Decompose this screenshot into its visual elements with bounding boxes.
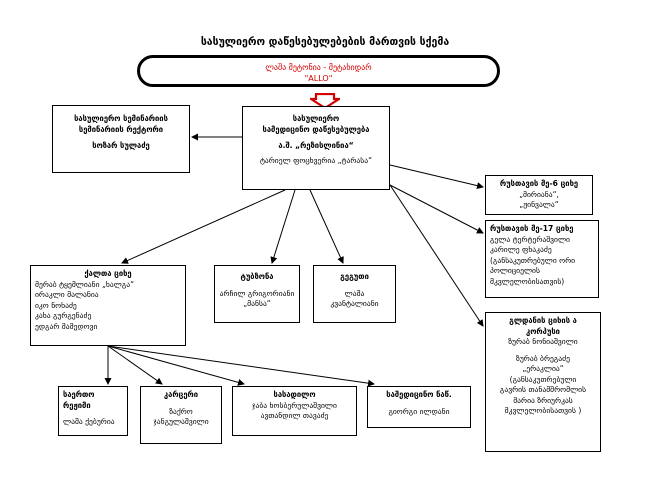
geguti-box: გეგუთი ლაშა კვანტალიანი bbox=[313, 265, 396, 323]
general-regime-box: საერთო რეჟიმი ლაშა ქებურია bbox=[58, 386, 128, 436]
hospital-line-4: (განსაკუთრებული bbox=[509, 374, 577, 384]
red-arrow-icon bbox=[310, 93, 340, 109]
rustavi17-line-4: პოლიციელის bbox=[490, 266, 540, 275]
women-line-4: კახა გურგენაძე bbox=[35, 311, 92, 320]
tubzona-line-2: „მანსა“ bbox=[243, 299, 271, 308]
canteen-line-1: ჯაბა ხოსბერულაშვილი bbox=[252, 400, 337, 410]
tubzona-line-1: არჩილ გრიგორიანი bbox=[219, 288, 295, 298]
rustavi17-line-5: მკვლელობისათვის) bbox=[490, 276, 565, 286]
medical-title: სამედიცინო ნაწ. bbox=[386, 390, 452, 399]
women-line-2: ირაკლი მალანია bbox=[35, 290, 99, 299]
rustavi6-box: რუსთავის მე-6 ციხე „მირიანა“, „ჟინვალა“ bbox=[485, 175, 593, 215]
women-line-1: მერაბ ტყემლიანი „ხალგა“ bbox=[35, 279, 135, 289]
canteen-title: სასადილო bbox=[273, 390, 316, 399]
rustavi6-line-2: „ჟინვალა“ bbox=[519, 200, 559, 209]
central-title-1: სასულიერო bbox=[292, 114, 340, 123]
seminary-box: სასულიერო სემინარიის სემინარიის რექტორი … bbox=[52, 105, 190, 173]
hospital-line-5: გავრის თანამშრომლის bbox=[499, 385, 587, 394]
geguti-line-2: კვანტალიანი bbox=[330, 299, 379, 308]
rustavi17-line-2: კარილე ფხაკაძე bbox=[490, 245, 552, 254]
hospital-line-6: მარია ზრიურკას bbox=[513, 395, 573, 405]
canteen-line-2: ავთანდილ თავაძე bbox=[260, 411, 329, 420]
central-title-3: ა.შ. „რეზისლინია“ bbox=[278, 141, 354, 150]
women-box: ქალთა ციხე მერაბ ტყემლიანი „ხალგა“ ირაკლ… bbox=[30, 265, 186, 346]
tubzona-title: ტუბზონა bbox=[240, 272, 274, 281]
central-person: ტარიელ ფოცხვერია „ტარასა“ bbox=[259, 155, 373, 165]
kartseri-title: კარცერი bbox=[163, 390, 199, 399]
general-regime-title: საერთო რეჟიმი bbox=[63, 390, 95, 410]
geguti-line-1: ლაშა bbox=[344, 288, 365, 298]
hospital-box: გლდანის ციხის ა კორპუსი ზურაბ ნონიაშვილი… bbox=[485, 312, 601, 452]
canteen-box: სასადილო ჯაბა ხოსბერულაშვილი ავთანდილ თა… bbox=[232, 386, 357, 436]
header-banner: ლაშა მეტონია - მეტახიდარ "ALLO" bbox=[137, 55, 500, 87]
rustavi17-title: რუსთავის მე-17 ციხე bbox=[490, 224, 574, 233]
rustavi17-line-1: გელა ტერტერაშვილი bbox=[490, 234, 570, 244]
hospital-title-1: გლდანის ციხის ა bbox=[509, 316, 577, 325]
hospital-line-3: „ერაკლია“ bbox=[522, 364, 564, 373]
rustavi17-line-3: (განსაკუთრებული ორი bbox=[490, 255, 576, 265]
hospital-line-2: ზურაბ ბრეგაძე bbox=[516, 353, 570, 363]
hospital-line-7: მკვლელობისათვის ) bbox=[504, 406, 582, 415]
seminary-person: სოზარ სულაძე bbox=[92, 141, 150, 150]
banner-line-1: ლაშა მეტონია - მეტახიდარ bbox=[265, 63, 372, 72]
seminary-title-1: სასულიერო სემინარიის bbox=[74, 114, 168, 123]
seminary-title-2: სემინარიის რექტორი bbox=[78, 124, 164, 134]
tubzona-box: ტუბზონა არჩილ გრიგორიანი „მანსა“ bbox=[214, 265, 300, 323]
hospital-line-1: ზურაბ ნონიაშვილი bbox=[508, 337, 578, 346]
medical-line-1: გიორგი ილდანი bbox=[388, 406, 450, 416]
banner-line-2: "ALLO" bbox=[304, 74, 333, 83]
women-title: ქალთა ციხე bbox=[84, 269, 132, 278]
kartseri-line-2: ჯანგულაშვილი bbox=[153, 417, 209, 426]
women-line-5: ედგარ მამედოვი bbox=[35, 321, 98, 331]
rustavi17-box: რუსთავის მე-17 ციხე გელა ტერტერაშვილი კა… bbox=[485, 220, 599, 298]
geguti-title: გეგუთი bbox=[340, 272, 369, 281]
general-regime-line-1: ლაშა ქებურია bbox=[63, 417, 115, 426]
women-line-3: იკო ნოხაძე bbox=[35, 300, 77, 310]
kartseri-box: კარცერი ზაქრო ჯანგულაშვილი bbox=[140, 386, 222, 444]
central-title-2: სამედიცინო დაწესებულება bbox=[262, 124, 370, 134]
rustavi6-title: რუსთავის მე-6 ციხე bbox=[499, 179, 579, 188]
rustavi6-line-1: „მირიანა“, bbox=[519, 189, 559, 199]
kartseri-line-1: ზაქრო bbox=[169, 406, 193, 416]
medical-box: სამედიცინო ნაწ. გიორგი ილდანი bbox=[367, 386, 471, 428]
page-title: სასულიერო დაწესებულებების მართვის სქემა bbox=[200, 36, 450, 48]
hospital-title-2: კორპუსი bbox=[526, 326, 560, 336]
central-box: სასულიერო სამედიცინო დაწესებულება ა.შ. „… bbox=[242, 106, 390, 190]
